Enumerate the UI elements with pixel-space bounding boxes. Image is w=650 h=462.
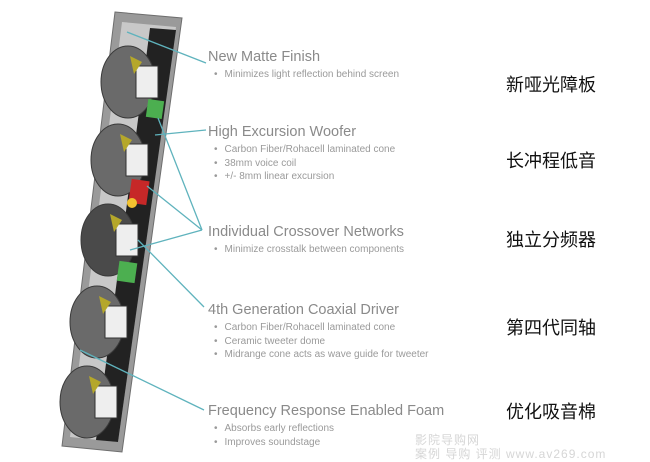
leader-foam — [79, 349, 205, 411]
feature-title: 4th Generation Coaxial Driver — [208, 302, 400, 318]
leader-coaxial — [137, 239, 205, 308]
feature-bullet: Minimizes light reflection behind screen — [214, 68, 400, 82]
driver-spider — [89, 376, 101, 394]
feature-matte-finish: New Matte Finish Minimizes light reflect… — [208, 49, 399, 82]
feature-crossover: Individual Crossover Networks Minimize c… — [208, 224, 404, 257]
driver-magnet — [135, 65, 159, 99]
feature-bullet: Absorbs early reflections — [214, 422, 444, 436]
leader-crossover-2 — [146, 185, 203, 231]
leader-woofer — [154, 129, 207, 136]
driver-magnet — [104, 305, 128, 339]
feature-bullet: Improves soundstage — [214, 436, 444, 450]
driver-magnet — [94, 385, 118, 419]
feature-coaxial: 4th Generation Coaxial Driver Carbon Fib… — [208, 302, 429, 362]
cn-label-matte-finish: 新哑光障板 — [506, 75, 596, 96]
driver-spider — [120, 134, 132, 152]
watermark-line2: 案例 导购 评测 www.av269.com — [415, 447, 607, 461]
driver-spider — [130, 56, 142, 74]
cn-label-woofer: 长冲程低音 — [506, 151, 596, 172]
crossover-parts — [116, 98, 165, 284]
leader-lines — [79, 31, 207, 411]
cn-label-crossover: 独立分频器 — [506, 230, 596, 251]
feature-bullet: Carbon Fiber/Rohacell laminated cone — [214, 143, 396, 157]
driver-magnet — [125, 143, 149, 177]
feature-bullet: Carbon Fiber/Rohacell laminated cone — [214, 321, 429, 335]
feature-foam: Frequency Response Enabled Foam Absorbs … — [208, 403, 444, 449]
driver-spider — [110, 214, 122, 232]
driver-spider — [99, 296, 111, 314]
feature-woofer: High Excursion Woofer Carbon Fiber/Rohac… — [208, 124, 395, 184]
feature-title: Individual Crossover Networks — [208, 224, 404, 240]
feature-title: High Excursion Woofer — [208, 124, 357, 140]
feature-bullet: 38mm voice coil — [214, 157, 395, 171]
leader-crossover-3 — [129, 229, 203, 251]
leader-matte-finish — [126, 31, 207, 64]
feature-title: New Matte Finish — [208, 49, 321, 65]
leader-crossover-1 — [157, 117, 203, 231]
cn-label-foam: 优化吸音棉 — [506, 402, 596, 423]
feature-bullet: Minimize crosstalk between components — [214, 243, 405, 257]
feature-title: Frequency Response Enabled Foam — [208, 403, 445, 419]
watermark-line1: 影院导购网 — [415, 433, 481, 447]
driver-magnet — [115, 223, 139, 257]
feature-bullet: Ceramic tweeter dome — [214, 335, 429, 349]
cn-label-coaxial: 第四代同轴 — [506, 318, 596, 339]
feature-bullet: Midrange cone acts as wave guide for twe… — [214, 348, 429, 362]
feature-bullet: +/- 8mm linear excursion — [214, 170, 395, 184]
